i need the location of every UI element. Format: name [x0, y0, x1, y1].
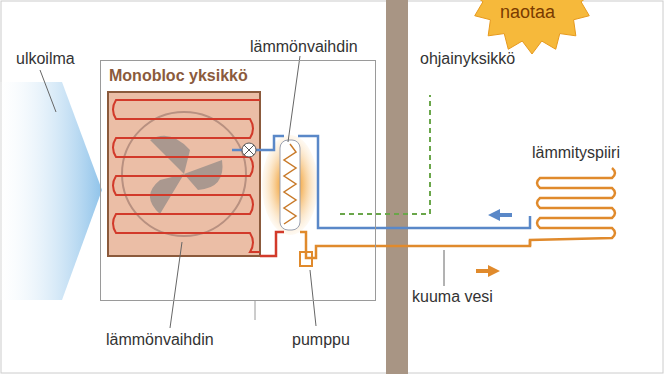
- expansion-valve: [242, 143, 256, 157]
- leader-line: [40, 70, 56, 112]
- unit-heading: Monobloc yksikkö: [101, 61, 375, 91]
- part-label: ulkoilma: [16, 50, 75, 68]
- part-label: kuuma vesi: [412, 288, 493, 306]
- flow-arrow: [476, 265, 500, 277]
- heating-coil: [530, 168, 615, 246]
- exchanger-plates: [284, 144, 296, 224]
- part-label: lämmityspiiri: [532, 144, 620, 162]
- plate-exchanger: [280, 140, 300, 230]
- air-flow: [0, 82, 102, 300]
- refrigerant-pipe: [232, 100, 233, 150]
- control-wire: [340, 95, 430, 214]
- badge-star: [470, 0, 594, 54]
- leader-line: [170, 242, 182, 328]
- badge-star: [470, 0, 594, 54]
- badge-text: naotaa: [500, 3, 555, 23]
- part-label: lämmönvaihdin: [250, 38, 358, 56]
- fan-blades: [150, 136, 223, 214]
- leader-line: [288, 56, 300, 142]
- stand: [255, 300, 256, 320]
- pump-symbol: [300, 252, 312, 266]
- leader-line: [444, 250, 445, 286]
- part-label: pumppu: [292, 331, 350, 349]
- part-label: ohjainyksikkö: [420, 50, 515, 68]
- wall: [386, 0, 408, 374]
- flow-arrow: [488, 209, 512, 221]
- refrigerant-pipe: [260, 232, 284, 256]
- refrigerant-pipe: [232, 149, 242, 152]
- fan-ring: [122, 112, 246, 236]
- unit-housing: Monobloc yksikkö: [100, 60, 376, 301]
- leader-line: [310, 270, 316, 326]
- refrigerant-pipe: [256, 136, 284, 150]
- refrigerant-coil: [113, 100, 260, 252]
- fan-heat-exchanger: [108, 92, 260, 256]
- expansion-valve: [244, 145, 254, 155]
- hot-water-pipe: [300, 232, 530, 258]
- part-label: lämmönvaihdin: [106, 331, 214, 349]
